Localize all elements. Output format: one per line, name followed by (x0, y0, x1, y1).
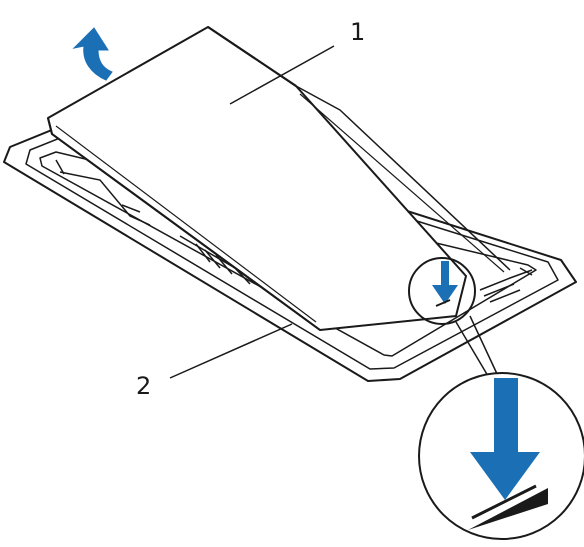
lift-arrow-icon (72, 27, 113, 81)
magnified-press-arrow-icon (468, 378, 548, 530)
detail-circle-small (408, 257, 476, 325)
lid (47, 26, 511, 331)
callout-1: 1 (229, 18, 365, 105)
press-down-arrow-icon (432, 261, 458, 307)
detail-connector (455, 315, 499, 377)
callout-2-number: 2 (136, 372, 151, 400)
callout-2: 2 (136, 323, 293, 400)
callout-1-number: 1 (350, 18, 365, 46)
